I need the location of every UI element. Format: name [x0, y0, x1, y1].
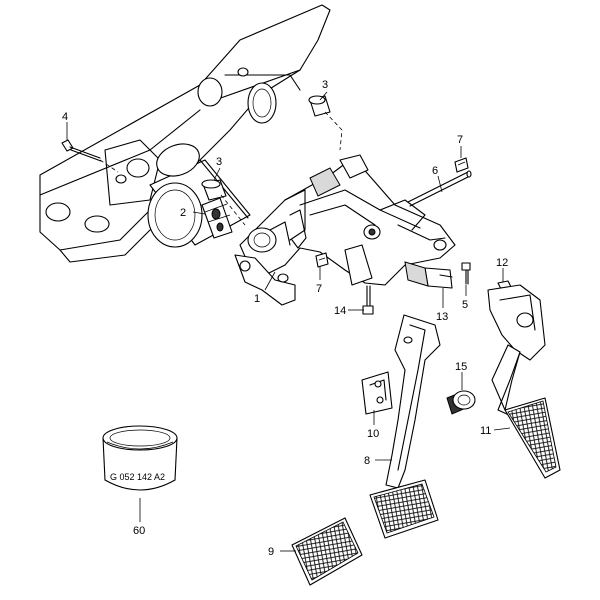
callout-3-lower: 3 [216, 156, 222, 168]
small-screw [461, 262, 471, 285]
callout-14: 14 [334, 305, 346, 317]
callout-4: 4 [62, 111, 68, 123]
gasket-plate [201, 197, 233, 239]
hex-bolt [61, 139, 119, 173]
bracket-bolt [362, 285, 374, 315]
accelerator-pedal [487, 284, 561, 479]
callout-60: 60 [133, 525, 145, 537]
brake-pedal [369, 314, 441, 539]
leader-lines [66, 91, 511, 552]
callout-7-upper: 7 [457, 134, 463, 146]
callout-15: 15 [455, 361, 467, 373]
retaining-clip-lower [315, 252, 329, 268]
bump-stop [446, 390, 476, 415]
pedal-stop-bracket [361, 371, 393, 415]
callout-11: 11 [480, 425, 491, 437]
callout-1: 1 [254, 293, 260, 305]
retaining-clip-upper [454, 157, 469, 173]
callout-13: 13 [436, 311, 448, 323]
callout-8: 8 [364, 455, 370, 467]
pedal-switch-sensor [404, 261, 453, 289]
callout-5: 5 [462, 299, 468, 311]
body-cross-member [39, 4, 331, 263]
callout-6: 6 [432, 165, 438, 177]
spacer-bushing-lower [201, 179, 246, 226]
callout-7-lower: 7 [316, 283, 322, 295]
sleeve-marking: G 052 142 A2 [110, 472, 165, 482]
sealing-sleeve: G 052 142 A2 [102, 425, 178, 491]
callout-10: 10 [367, 428, 379, 440]
spacer-bushing-upper [308, 95, 343, 151]
clutch-pedal-pad [291, 517, 363, 586]
callout-labels: 1 2 3 3 4 5 6 7 7 8 9 10 11 12 13 14 15 … [62, 79, 508, 558]
callout-2: 2 [180, 207, 186, 219]
pivot-pin [407, 170, 472, 207]
pedal-bracket [234, 154, 456, 306]
callout-9: 9 [268, 546, 274, 558]
booster-mount-cylinder [147, 143, 251, 248]
callout-12: 12 [496, 257, 508, 269]
callout-3-upper: 3 [322, 79, 328, 91]
